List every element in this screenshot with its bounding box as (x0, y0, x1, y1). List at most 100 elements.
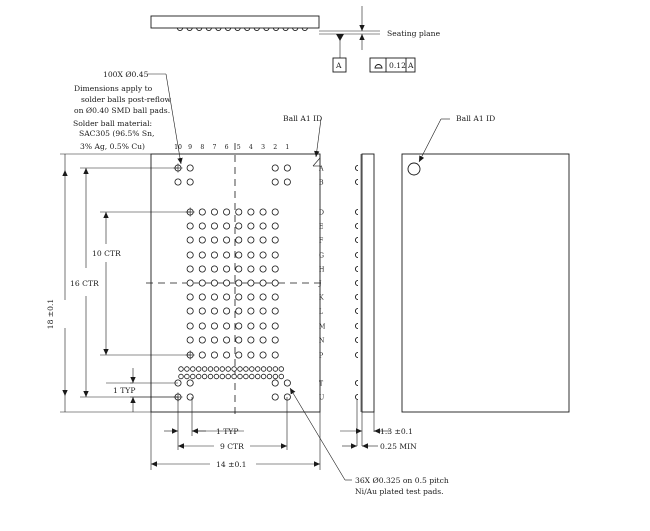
row-letter-label: L (319, 309, 323, 316)
test-pad (237, 373, 243, 380)
side-solder-ball (234, 27, 241, 31)
solder-ball (210, 293, 218, 301)
test-pad (213, 373, 220, 380)
test-pad (272, 366, 279, 372)
row-letter-label: B (319, 180, 324, 187)
row-letter-label: E (319, 224, 324, 231)
test-pad (260, 366, 267, 372)
side-solder-ball (253, 27, 260, 31)
standoff-dim: 0.25 MIN (380, 442, 417, 451)
solder-ball (247, 322, 255, 330)
solder-ball (271, 251, 279, 259)
side-solder-ball (292, 27, 299, 31)
side-solder-ball (355, 293, 359, 301)
solder-ball (186, 279, 194, 287)
test-pad (207, 373, 214, 380)
test-pad (231, 366, 237, 372)
side-solder-ball (282, 27, 289, 31)
test-pads-line-2: Ni/Au plated test pads. (355, 487, 444, 496)
solder-ball (259, 322, 267, 330)
test-pad (225, 366, 231, 372)
thickness-dim: 1.3 ±0.1 (380, 427, 413, 436)
test-pad (243, 366, 249, 372)
solder-ball (271, 322, 279, 330)
test-pad (272, 373, 279, 380)
flatness-tolerance: 0.12 (389, 61, 406, 70)
side-solder-ball (263, 27, 270, 31)
typ-1-bottom-dim: 1 TYP (216, 427, 238, 436)
solder-ball (271, 336, 279, 344)
solder-ball (210, 279, 218, 287)
side-solder-ball (355, 279, 359, 287)
solder-ball (198, 236, 206, 244)
test-pad (184, 366, 190, 372)
row-letter-label: P (319, 353, 323, 360)
note-line-1: Dimensions apply to (74, 84, 153, 93)
solder-ball (271, 178, 279, 186)
column-number-label: 3 (261, 144, 265, 151)
height-total-dim: 18 ±0.1 (46, 299, 55, 330)
row-letter-label: N (319, 338, 325, 345)
solder-ball (210, 236, 218, 244)
row-letter-label: F (319, 238, 324, 245)
solder-ball (223, 307, 231, 315)
side-solder-ball (215, 27, 222, 31)
solder-ball (235, 265, 243, 273)
solder-ball (283, 164, 291, 172)
solder-ball (235, 251, 243, 259)
solder-ball (259, 351, 267, 359)
solder-ball (259, 208, 267, 216)
solder-ball (210, 336, 218, 344)
solder-ball (259, 265, 267, 273)
test-pads-line-1: 36X Ø0.325 on 0.5 pitch (355, 476, 449, 485)
height-16-dim: 16 CTR (70, 279, 99, 288)
side-view-right: 1.3 ±0.1 0.25 MIN (340, 153, 417, 451)
solder-ball (223, 222, 231, 230)
solder-ball (223, 336, 231, 344)
solder-ball (259, 336, 267, 344)
solder-ball (186, 393, 194, 401)
solder-ball (259, 307, 267, 315)
test-pad (249, 366, 255, 372)
note-line-6: 3% Ag, 0.5% Cu) (80, 142, 145, 151)
test-pad (184, 373, 190, 380)
side-solder-ball (205, 27, 212, 31)
width-14-dim: 14 ±0.1 (216, 460, 247, 469)
solder-ball (235, 293, 243, 301)
solder-ball (247, 279, 255, 287)
row-letter-label: G (319, 253, 324, 260)
solder-ball (247, 351, 255, 359)
row-letter-label: A (318, 166, 324, 173)
solder-ball (223, 293, 231, 301)
solder-ball (259, 279, 267, 287)
test-pad (201, 366, 208, 372)
ball-a1-top-label: Ball A1 ID (283, 114, 322, 123)
solder-ball (271, 236, 279, 244)
solder-ball (174, 178, 182, 186)
ball-a1-side-label: Ball A1 ID (456, 114, 495, 123)
notes-block: 100X Ø0.45 Dimensions apply to solder ba… (73, 70, 183, 165)
solder-ball (210, 208, 218, 216)
solder-ball (186, 251, 194, 259)
solder-ball (223, 351, 231, 359)
test-pad (213, 366, 220, 372)
solder-ball (186, 222, 194, 230)
solder-ball (186, 336, 194, 344)
solder-ball (271, 393, 279, 401)
solder-ball (235, 322, 243, 330)
note-line-3: on Ø0.40 SMD ball pads. (74, 106, 170, 115)
solder-ball (259, 222, 267, 230)
side-solder-ball (355, 336, 359, 344)
solder-ball (235, 208, 243, 216)
side-solder-ball (301, 27, 308, 31)
bottom-dimensions: 1 TYP 9 CTR 14 ±0.1 (150, 397, 321, 470)
solder-ball (223, 279, 231, 287)
flatness-ref: A (407, 61, 414, 70)
side-solder-ball (355, 164, 359, 172)
test-pad (195, 373, 202, 380)
test-pad (178, 366, 184, 372)
solder-ball (247, 208, 255, 216)
test-pad (243, 373, 249, 380)
solder-ball (223, 236, 231, 244)
